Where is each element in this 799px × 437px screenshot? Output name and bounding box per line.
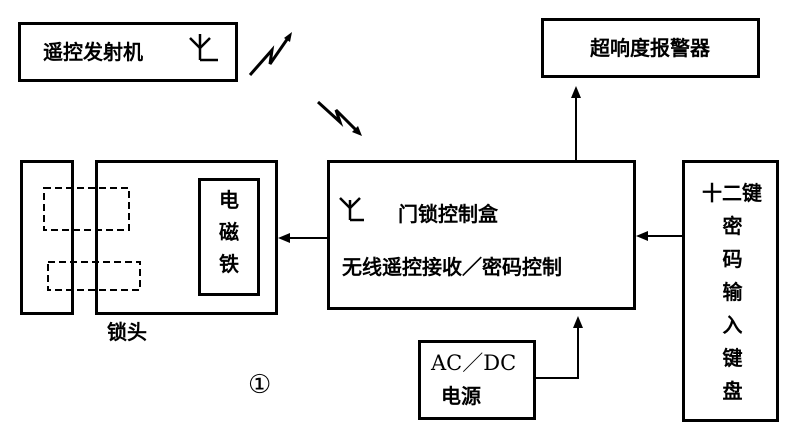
control-box: 门锁控制盒 无线遥控接收／密码控制 [327, 160, 636, 310]
arrow-icon [278, 233, 290, 243]
transmitter-label: 遥控发射机 [43, 40, 143, 64]
magnet-box [198, 178, 260, 296]
radio-signal-icon-2 [316, 100, 360, 134]
keypad-label: 十二键密码输入键盘 [702, 181, 762, 403]
keypad-box: 十二键密码输入键盘 [682, 160, 779, 422]
lock-label: 锁头 [107, 320, 147, 344]
transmitter-box: 遥控发射机 [18, 22, 238, 82]
wire-from-power [536, 328, 579, 379]
arrow-icon [571, 86, 581, 98]
alarm-label: 超响度报警器 [590, 36, 710, 60]
control-box-subtitle: 无线遥控接收／密码控制 [342, 255, 562, 279]
magnet-label: 电磁铁 [219, 188, 239, 276]
power-box: AC／DC 电源 [418, 340, 536, 420]
arrow-icon [573, 316, 583, 328]
radio-signal-icon [248, 37, 290, 76]
power-line2: 电源 [441, 384, 481, 408]
figure-number: ① [248, 370, 272, 400]
alarm-box: 超响度报警器 [541, 18, 760, 78]
power-line1: AC／DC [431, 351, 517, 375]
radio-signal-arrowhead-2 [352, 126, 362, 136]
lock-frame [20, 160, 74, 315]
lock-body [95, 160, 278, 315]
control-box-title: 门锁控制盒 [398, 202, 498, 226]
receiver-antenna-icon [339, 197, 364, 222]
lock-bolts [43, 187, 141, 291]
radio-signal-arrowhead [284, 32, 292, 42]
arrow-icon [636, 231, 648, 241]
transmitter-antenna-icon [189, 34, 218, 62]
